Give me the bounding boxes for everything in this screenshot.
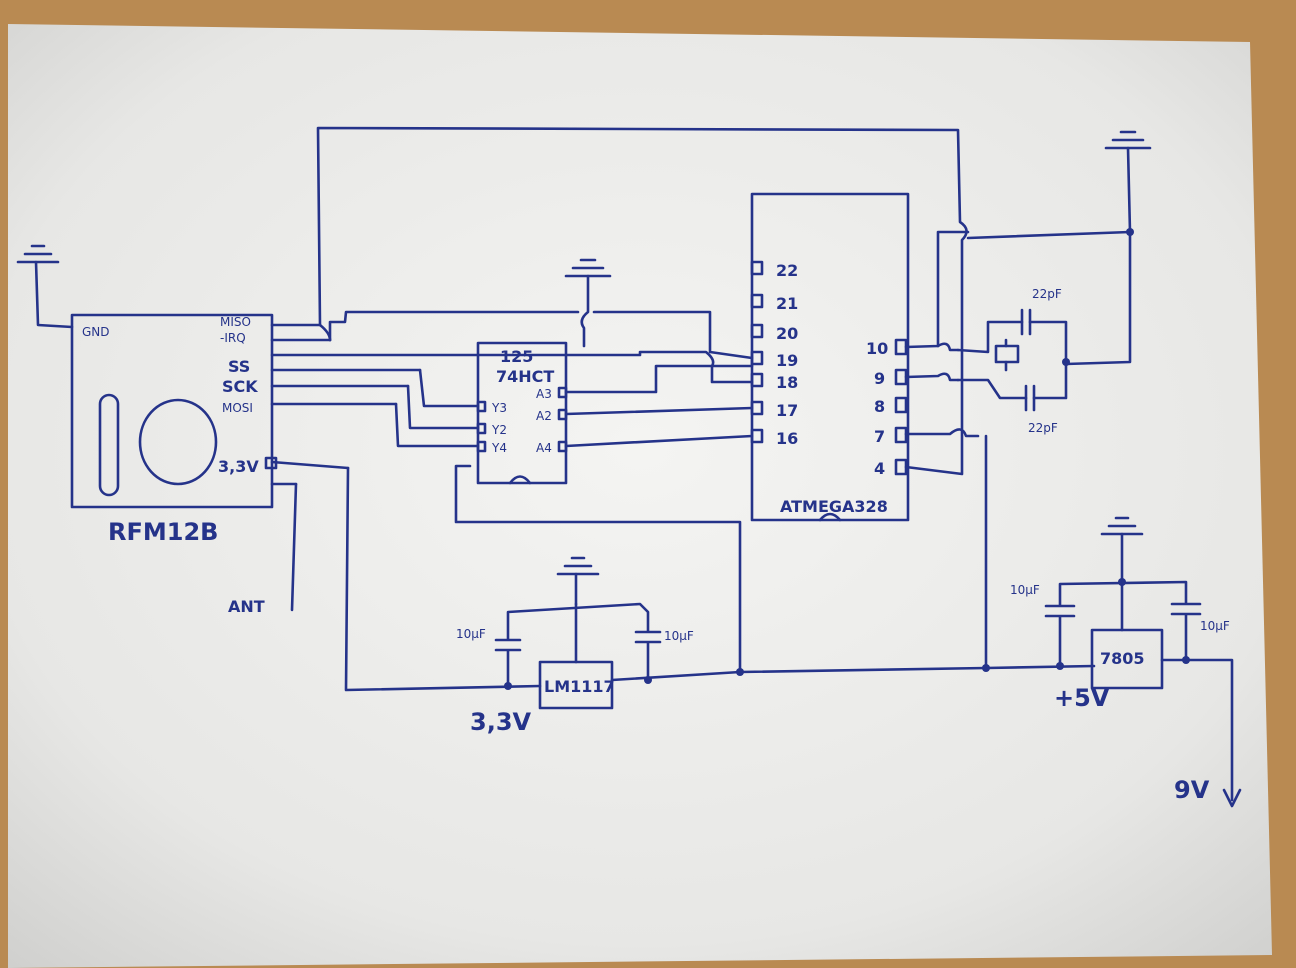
wire-sck-mosi bbox=[394, 364, 754, 448]
crystal-junction bbox=[1062, 358, 1070, 366]
rfm-pin-ss-label: SS bbox=[228, 357, 250, 376]
rfm-pin-gnd-label: GND bbox=[82, 325, 110, 339]
rfm-pin-sck-label: SCK bbox=[222, 377, 258, 396]
ground-symbol-lm1117 bbox=[556, 556, 600, 606]
power-rail-33v bbox=[344, 466, 542, 692]
ground-junction bbox=[1126, 228, 1134, 236]
rail-junction-a bbox=[736, 668, 744, 676]
ground-symbol-buffer bbox=[564, 258, 612, 348]
7805-output-label: +5V bbox=[1054, 684, 1110, 712]
mcu-pin-8-label: 8 bbox=[874, 397, 885, 416]
power-rail-5v bbox=[610, 434, 1096, 682]
rfm-pin-33v-label: 3,3V bbox=[218, 457, 259, 476]
mcu-pin-10-label: 10 bbox=[866, 339, 888, 358]
buffer-a3-label: A3 bbox=[536, 387, 552, 401]
buffer-y2-label: Y2 bbox=[491, 423, 507, 437]
wire-irq-miso bbox=[318, 310, 754, 360]
lm1117-regulator bbox=[494, 602, 662, 710]
ground-symbol-rfm bbox=[16, 244, 74, 329]
7805-label: 7805 bbox=[1100, 649, 1145, 668]
lm1117-cap-left-label: 10µF bbox=[456, 627, 486, 641]
antenna-label: ANT bbox=[228, 597, 265, 616]
mcu-pin-16-label: 16 bbox=[776, 429, 798, 448]
buffer-title-top: 74HCT bbox=[496, 367, 554, 386]
rail-junction-b bbox=[982, 664, 990, 672]
rfm12b-module bbox=[70, 313, 422, 509]
buffer-title-bottom: 125 bbox=[500, 347, 533, 366]
rfm-pin-miso-label: MISO bbox=[220, 315, 251, 329]
buffer-a4-label: A4 bbox=[536, 441, 552, 455]
mcu-pin-17-label: 17 bbox=[776, 401, 798, 420]
buffer-y4-label: Y4 bbox=[491, 441, 507, 455]
paper-sheet bbox=[8, 24, 1272, 968]
rfm-pin-mosi-label: MOSI bbox=[222, 401, 253, 415]
buffer-a2-label: A2 bbox=[536, 409, 552, 423]
7805-junction-in bbox=[1182, 656, 1190, 664]
antenna-wire bbox=[290, 482, 298, 612]
input-voltage-label: 9V bbox=[1174, 776, 1210, 804]
lm1117-cap-right-label: 10µF bbox=[664, 629, 694, 643]
mcu-title: ATMEGA328 bbox=[780, 497, 888, 516]
7805-cap-right-label: 10µF bbox=[1200, 619, 1230, 633]
rfm-pin-irq-label: -IRQ bbox=[220, 331, 246, 345]
buffer-y3-label: Y3 bbox=[491, 401, 507, 415]
lm1117-label: LM1117 bbox=[544, 677, 615, 696]
crystal-network bbox=[904, 230, 1068, 438]
7805-cap-left-label: 10µF bbox=[1010, 583, 1040, 597]
mcu-pin-9-label: 9 bbox=[874, 369, 885, 388]
mcu-pin-7-label: 7 bbox=[874, 427, 885, 446]
mcu-pin-22-label: 22 bbox=[776, 261, 798, 280]
crystal-cap1-label: 22pF bbox=[1032, 287, 1062, 301]
mcu-pin-20-label: 20 bbox=[776, 324, 798, 343]
mcu-pin-4-label: 4 bbox=[874, 459, 885, 478]
ground-symbol-crystal bbox=[966, 130, 1152, 366]
ground-symbol-7805 bbox=[1100, 516, 1144, 582]
wire-top-loop bbox=[316, 126, 968, 476]
7805-junction-out bbox=[1056, 662, 1064, 670]
7805-junction-gnd bbox=[1118, 578, 1126, 586]
crystal-cap2-label: 22pF bbox=[1028, 421, 1058, 435]
lm1117-output-label: 3,3V bbox=[470, 708, 532, 736]
mcu-pin-21-label: 21 bbox=[776, 294, 798, 313]
rfm-title: RFM12B bbox=[108, 518, 218, 546]
wire-buffer-oe bbox=[454, 464, 742, 674]
mcu-pin-19-label: 19 bbox=[776, 351, 798, 370]
mcu-pin-18-label: 18 bbox=[776, 373, 798, 392]
